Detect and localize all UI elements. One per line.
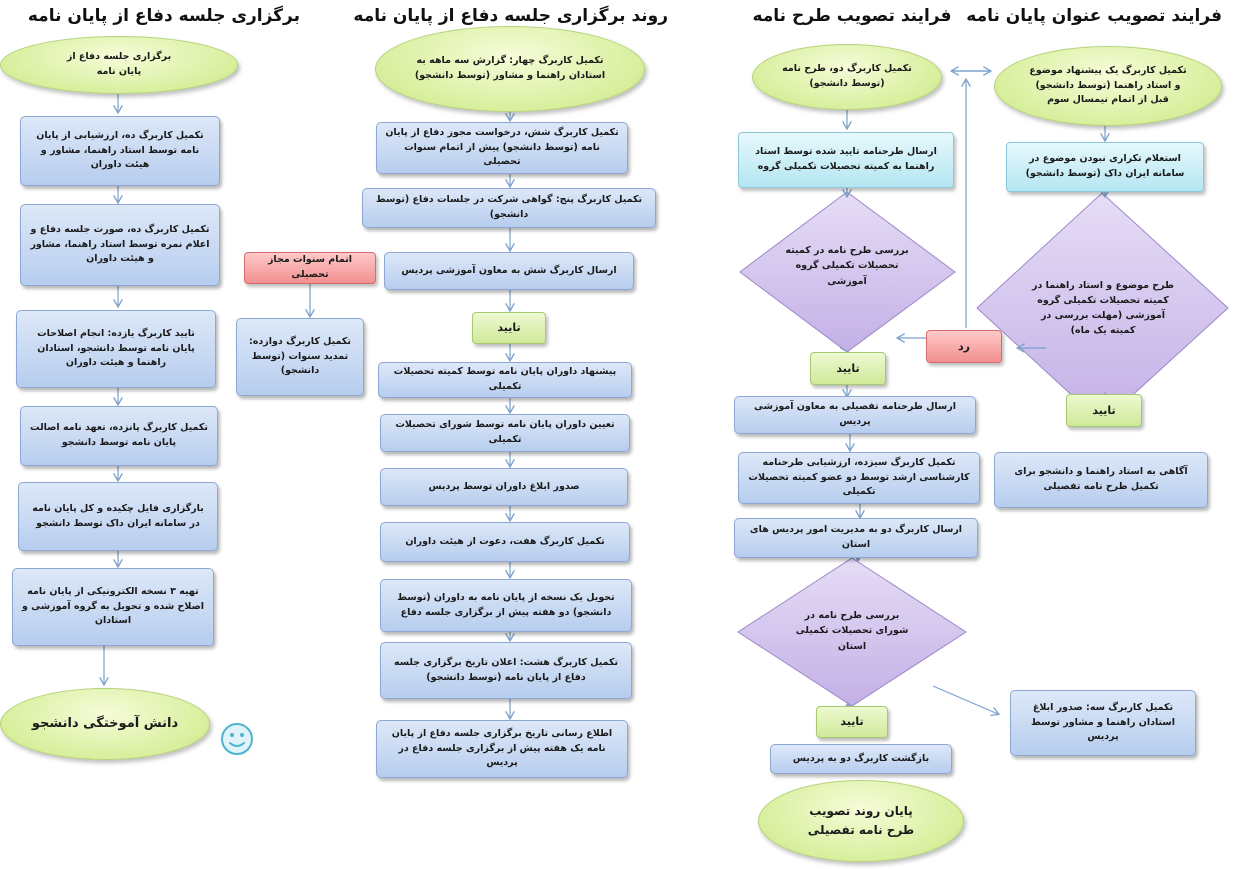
col3-form6-box: تکمیل کاربرگ شش، درخواست مجوز دفاع از پا… [376, 122, 628, 174]
col4-form11-box: تایید کاربرگ یازده: انجام اصلاحات پایان … [16, 310, 216, 388]
col1-inquiry-box: استعلام تکراری نبودن موضوع در سامانه ایر… [1006, 142, 1204, 192]
col2-send-deputy-box: ارسال طرحنامه تفصیلی به معاون آموزشی پرد… [734, 396, 976, 434]
col2-send-province-box: ارسال کاربرگ دو به مدیریت امور پردیس های… [734, 518, 978, 558]
col4-start-oval: برگزاری جلسه دفاع از پایان نامه [0, 36, 238, 94]
col3-appoint-box: تعیین داوران پایان نامه توسط شورای تحصیل… [380, 414, 630, 452]
col3-approve-box: تایید [472, 312, 546, 344]
col1-reject-box: رد [926, 330, 1002, 363]
col4-form15-box: تکمیل کاربرگ پانزده، تعهد نامه اصالت پای… [20, 406, 218, 466]
col3-expired-box: اتمام سنوات مجاز تحصیلی [244, 252, 376, 284]
col4-form10-box: تکمیل کاربرگ ده، ارزشیابی از پایان نامه … [20, 116, 220, 186]
title-proposal-approval: فرایند تصویب طرح نامه [752, 6, 952, 26]
col3-deliver-box: تحویل یک نسخه از پایان نامه به داوران (ت… [380, 579, 632, 632]
col3-form7-box: تکمیل کاربرگ هفت، دعوت از هیئت داوران [380, 522, 630, 562]
col1-approve-box: تایید [1066, 394, 1142, 427]
col2-form13-box: تکمیل کاربرگ سیزده، ارزشیابی طرحنامه کار… [738, 452, 980, 504]
col2-approve2-box: تایید [816, 706, 888, 738]
col2-start-oval: تکمیل کاربرگ دو، طرح نامه (توسط دانشجو) [752, 44, 942, 110]
col3-form5-box: تکمیل کاربرگ پنج: گواهی شرکت در جلسات دف… [362, 188, 656, 228]
col2-end-oval: پایان روند تصویب طرح نامه تفصیلی [758, 780, 964, 862]
smiley-icon [220, 722, 254, 756]
col3-start-oval: تکمیل کاربرگ چهار: گزارش سه ماهه به استا… [375, 26, 645, 112]
col2-return-box: بازگشت کاربرگ دو به پردیس [770, 744, 952, 774]
col2-approve1-box: تایید [810, 352, 886, 385]
col4-prepare-box: تهیه ۳ نسخه الکترونیکی از پایان نامه اصل… [12, 568, 214, 646]
arrow [932, 685, 998, 714]
col4-upload-box: بارگزاری فایل چکیده و کل پایان نامه در س… [18, 482, 218, 551]
col3-send6-box: ارسال کاربرگ شش به معاون آموزشی پردیس [384, 252, 634, 290]
col4-minutes-box: تکمیل کاربرگ ده، صورت جلسه دفاع و اعلام … [20, 204, 220, 286]
col2-decision2-text: بررسی طرح نامه در شورای تحصیلات تکمیلی ا… [795, 610, 909, 652]
col2-form3-box: تکمیل کاربرگ سه: صدور ابلاغ استادان راهن… [1010, 690, 1196, 756]
title-defense-process: روند برگزاری جلسه دفاع از پایان نامه [353, 6, 668, 26]
col2-send-box: ارسال طرحنامه تایید شده توسط استاد راهنم… [738, 132, 954, 188]
col1-start-oval: تکمیل کاربرگ یک پیشنهاد موضوع و استاد را… [994, 46, 1222, 126]
col3-announce-box: اطلاع رسانی تاریخ برگزاری جلسه دفاع از پ… [376, 720, 628, 778]
col3-form12-box: تکمیل کاربرگ دوازده: تمدید سنوات (توسط د… [236, 318, 364, 396]
col2-decision1-text: بررسی طرح نامه در کمیته تحصیلات تکمیلی گ… [785, 245, 909, 287]
col1-decision-text: طرح موضوع و استاد راهنما در کمیته تحصیلا… [1032, 279, 1174, 337]
title-thesis-topic-approval: فرایند تصویب عنوان پایان نامه [966, 6, 1222, 26]
title-defense-session: برگزاری جلسه دفاع از پایان نامه [27, 6, 300, 26]
col4-end-oval: دانش آموختگی دانشجو [0, 688, 210, 760]
col3-propose-box: پیشنهاد داوران پایان نامه توسط کمیته تحص… [378, 362, 632, 398]
col1-notify-box: آگاهی به استاد راهنما و دانشجو برای تکمی… [994, 452, 1208, 508]
col3-form8-box: تکمیل کاربرگ هشت: اعلان تاریخ برگزاری جل… [380, 642, 632, 699]
col3-issue-box: صدور ابلاغ داوران توسط پردیس [380, 468, 628, 506]
